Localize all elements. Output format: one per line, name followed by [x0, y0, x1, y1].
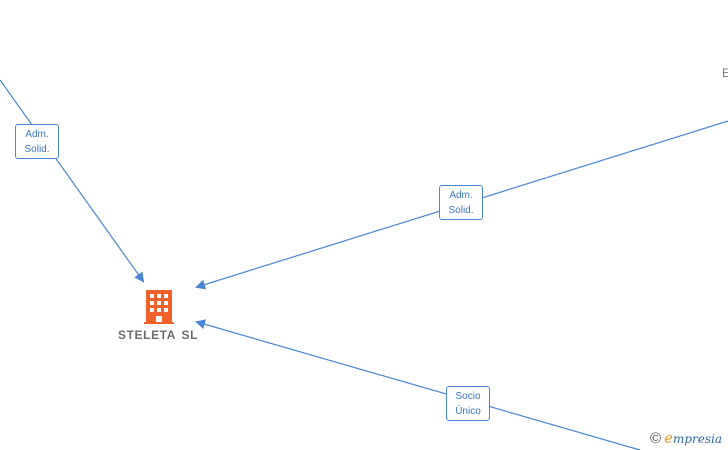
- edge-label-line1: Adm.: [25, 129, 49, 140]
- building-icon[interactable]: [144, 290, 174, 329]
- edge-label-line2: Único: [455, 406, 481, 417]
- edge-label-line2: Solid.: [448, 205, 474, 216]
- edge-label-line2: Solid.: [24, 144, 50, 155]
- company-name[interactable]: STELETA SL: [118, 328, 198, 342]
- edge-label-right[interactable]: Adm. Solid.: [439, 185, 483, 220]
- edge-label-top-left[interactable]: Adm. Solid.: [15, 124, 59, 159]
- brand-watermark: ©empresia: [650, 429, 722, 447]
- brand-rest: mpresia: [672, 432, 723, 446]
- edge-label-line1: Adm.: [449, 190, 473, 201]
- edge-label-line1: Socio: [455, 391, 481, 402]
- offscreen-node-label[interactable]: E: [722, 66, 728, 80]
- edge-line-bottom-right: [195, 319, 641, 450]
- edge-label-bottom-right[interactable]: Socio Único: [446, 386, 490, 421]
- brand-first-letter: e: [664, 429, 673, 447]
- copyright-symbol: ©: [650, 430, 662, 447]
- edge-line-top-left: [0, 79, 145, 283]
